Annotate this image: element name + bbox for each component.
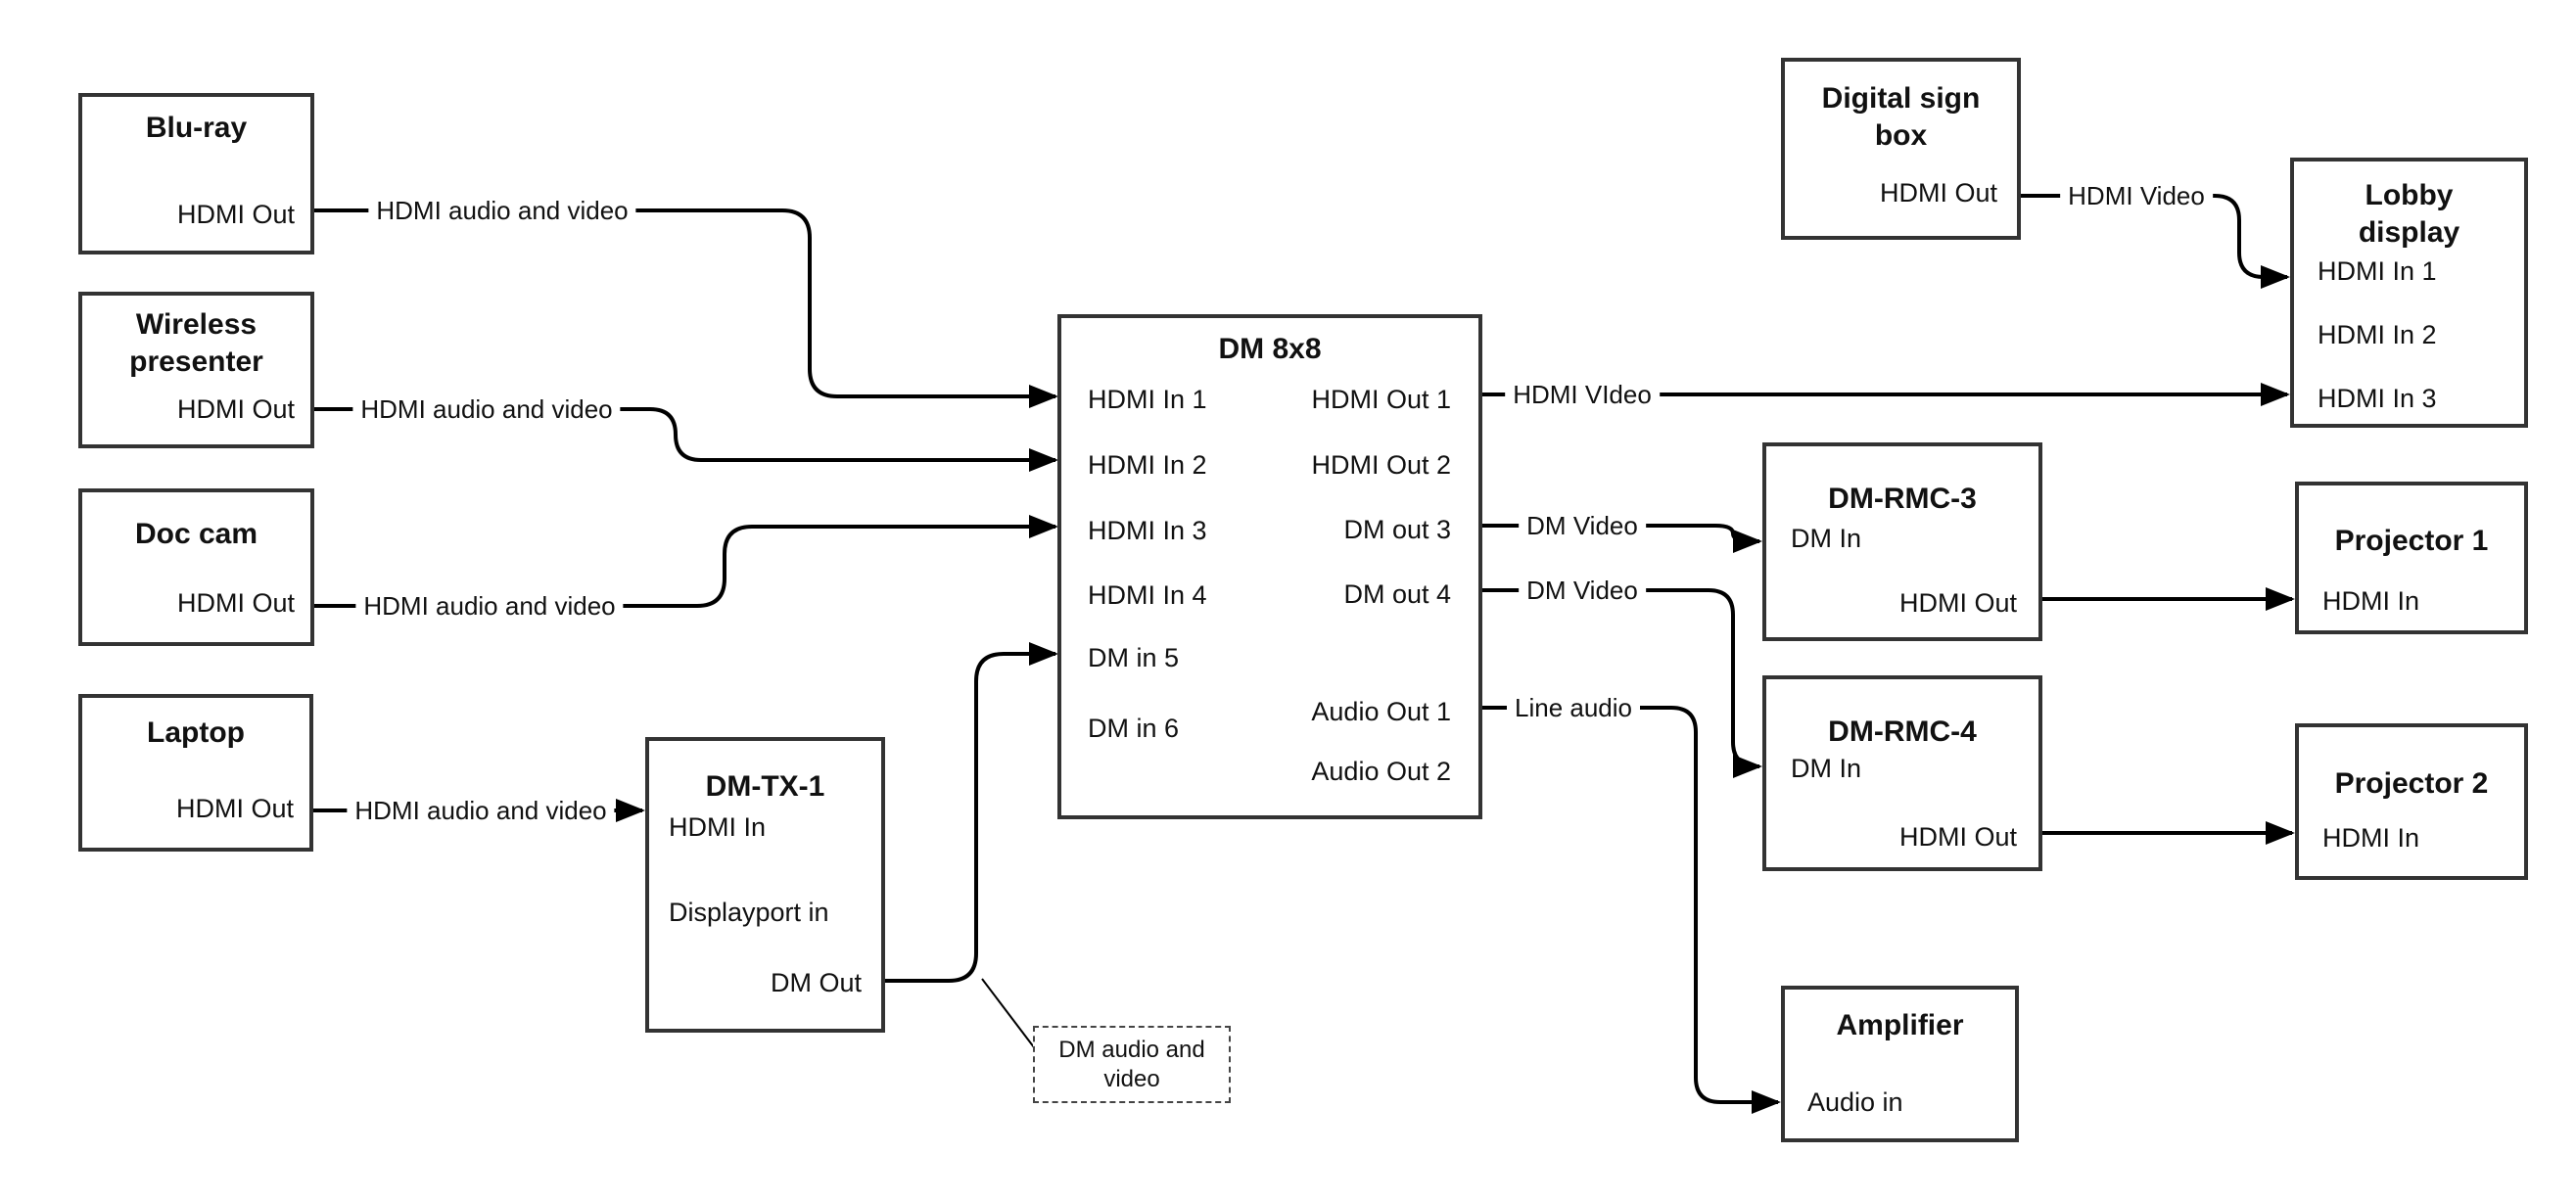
port-hdmi-in-4: HDMI In 4 [1088,580,1207,610]
port-dm-out-3: DM out 3 [1343,515,1451,544]
node-title: Projector 2 [2334,767,2489,800]
wire-bluray-to-dm8x8-in1 [313,208,1058,408]
port-hdmi-in-2: HDMI In 2 [1088,450,1207,480]
port-hdmi-out: HDMI Out [176,588,295,618]
port-dm-out: DM Out [770,968,862,997]
port-audio-in: Audio in [1807,1087,1903,1117]
port-audio-out-2: Audio Out 2 [1311,757,1451,786]
node-title: Amplifier [1836,1009,1964,1041]
port-hdmi-out: HDMI Out [176,394,295,424]
port-hdmi-out: HDMI Out [176,200,295,229]
port-hdmi-out: HDMI Out [1898,822,2017,852]
node-title: Wireless presenter [129,308,263,378]
wire-label-dm-video-out4: DM Video [1519,575,1646,606]
node-title: Digital sign box [1821,82,1981,152]
wire-dm8x8-out3-to-dmrmc3 [1482,524,1762,553]
node-dm-rmc-3: DM-RMC-3 DM In HDMI Out [1762,442,2042,641]
node-laptop: Laptop HDMI Out [78,694,313,852]
wire-label-signbox-hdmi-video: HDMI Video [2060,180,2213,211]
port-hdmi-out: HDMI Out [1879,178,1997,208]
wire-dm8x8-audio1-to-amp [1482,706,1781,1114]
annotation-leader-line [981,978,1035,1048]
port-hdmi-in-1: HDMI In 1 [2318,256,2437,286]
node-projector-1: Projector 1 HDMI In [2295,482,2528,634]
node-title: DM-RMC-4 [1828,716,1977,748]
annotation-dm-audio-video: DM audio and video [1033,1026,1231,1103]
node-doc-cam: Doc cam HDMI Out [78,488,314,646]
port-hdmi-in: HDMI In [2322,823,2420,853]
node-dm-tx-1: DM-TX-1 HDMI In Displayport in DM Out [645,737,885,1033]
node-wireless-presenter: Wireless presenter HDMI Out [78,292,314,448]
node-digital-sign-box: Digital sign box HDMI Out [1781,58,2021,240]
port-hdmi-out: HDMI Out [175,794,294,823]
port-dm-out-4: DM out 4 [1343,579,1451,609]
node-title: Blu-ray [145,112,248,144]
wire-label-line-audio: Line audio [1507,692,1640,723]
wire-signbox-to-lobby-in1 [2021,194,2290,289]
node-title: DM-RMC-3 [1828,483,1977,515]
port-hdmi-in-2: HDMI In 2 [2318,320,2437,349]
port-hdmi-out-2: HDMI Out 2 [1311,450,1451,480]
wire-wireless-to-dm8x8-in2 [314,407,1058,472]
node-title: Projector 1 [2334,525,2489,557]
port-hdmi-in-3: HDMI In 3 [2318,384,2437,413]
wire-label-wireless: HDMI audio and video [352,393,621,425]
port-hdmi-in: HDMI In [2322,586,2420,616]
port-dm-in: DM In [1791,524,1862,553]
port-hdmi-in-3: HDMI In 3 [1088,516,1207,545]
wire-label-hdmi-video-out1: HDMI VIdeo [1505,379,1660,410]
node-title: DM 8x8 [1218,333,1322,365]
wire-label-doccam: HDMI audio and video [355,590,624,622]
port-hdmi-in: HDMI In [669,812,767,842]
node-amplifier: Amplifier Audio in [1781,986,2019,1142]
wire-dmtx1-to-dm8x8-in5 [885,642,1058,983]
wire-doccam-to-dm8x8-in3 [314,515,1058,608]
node-title: Lobby display [2358,179,2460,249]
node-title: Doc cam [134,518,258,550]
port-dm-in-6: DM in 6 [1088,714,1180,743]
node-title: DM-TX-1 [705,770,825,803]
port-hdmi-out-1: HDMI Out 1 [1311,385,1451,414]
port-hdmi-out: HDMI Out [1898,588,2017,618]
port-dm-in-5: DM in 5 [1088,643,1180,672]
wire-label-dm-video-out3: DM Video [1519,510,1646,541]
node-dm-rmc-4: DM-RMC-4 DM In HDMI Out [1762,675,2042,871]
wire-label-bluray: HDMI audio and video [368,195,636,226]
node-projector-2: Projector 2 HDMI In [2295,723,2528,880]
port-dm-in: DM In [1791,754,1862,783]
port-displayport-in: Displayport in [669,898,829,927]
wire-dm8x8-out4-to-dmrmc4 [1482,588,1762,778]
node-lobby-display: Lobby display HDMI In 1 HDMI In 2 HDMI I… [2290,158,2528,428]
node-dm-8x8: DM 8x8 HDMI In 1 HDMI In 2 HDMI In 3 HDM… [1057,314,1482,819]
port-audio-out-1: Audio Out 1 [1311,697,1451,726]
wire-label-laptop: HDMI audio and video [347,795,615,826]
node-title: Laptop [147,716,245,749]
port-hdmi-in-1: HDMI In 1 [1088,385,1207,414]
node-bluray: Blu-ray HDMI Out [78,93,314,254]
